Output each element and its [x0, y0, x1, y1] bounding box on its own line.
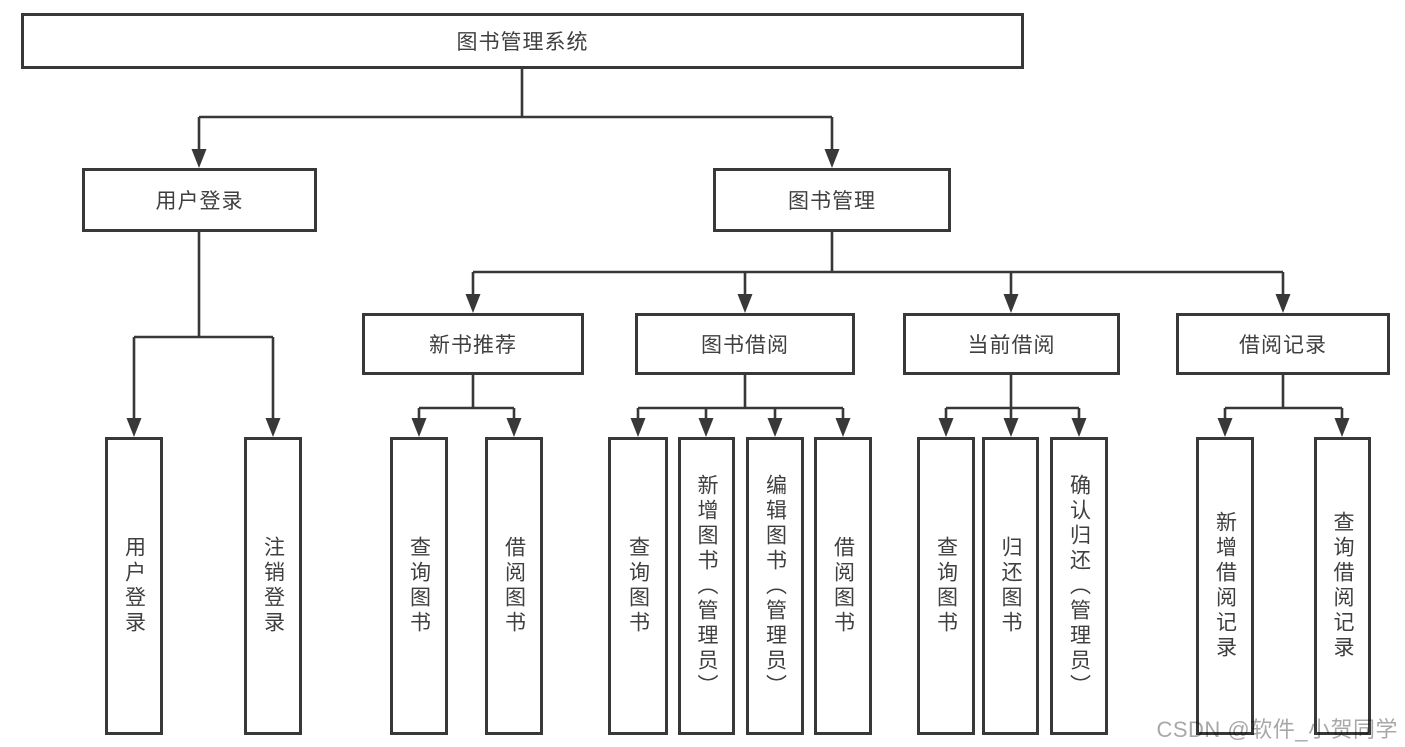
leaf-current-confirm-return-admin: 确认归还（管理员）: [1050, 437, 1108, 735]
node-new-book-recommend: 新书推荐: [362, 313, 584, 375]
node-label: 新书推荐: [429, 334, 517, 357]
leaf-borrow-query-books: 查询图书: [608, 437, 668, 735]
leaf-newbook-query-books: 查询图书: [390, 437, 448, 735]
arrowheads: [126, 149, 1350, 437]
leaf-label: 新增图书（管理员）: [695, 473, 718, 699]
leaf-current-return-books: 归还图书: [982, 437, 1039, 735]
csdn-watermark: CSDN @软件_小贺同学: [1156, 717, 1398, 742]
leaf-label: 借阅图书: [502, 536, 526, 636]
leaf-borrow-edit-books-admin: 编辑图书（管理员）: [746, 437, 804, 735]
node-label: 图书管理: [788, 190, 876, 213]
leaf-label: 确认归还（管理员）: [1067, 473, 1091, 699]
leaf-borrow-add-books-admin: 新增图书（管理员）: [678, 437, 735, 735]
leaf-label: 注销登录: [261, 536, 285, 636]
leaf-label: 借阅图书: [831, 536, 855, 636]
node-borrowing-records: 借阅记录: [1176, 313, 1390, 375]
node-system-root: 图书管理系统: [21, 13, 1024, 69]
node-current-borrowing: 当前借阅: [903, 313, 1120, 375]
leaf-label: 用户登录: [122, 536, 146, 636]
node-label: 用户登录: [155, 190, 244, 213]
leaf-borrow-borrow-books: 借阅图书: [814, 437, 872, 735]
node-label: 当前借阅: [967, 334, 1056, 357]
node-label: 图书借阅: [701, 334, 789, 357]
leaf-user-login: 用户登录: [105, 437, 163, 735]
leaf-label: 查询图书: [407, 536, 431, 636]
node-user-login-branch: 用户登录: [82, 168, 317, 232]
node-label: 图书管理系统: [456, 31, 589, 54]
leaf-records-query-record: 查询借阅记录: [1314, 437, 1371, 735]
leaf-label: 新增借阅记录: [1213, 511, 1237, 661]
leaf-logout: 注销登录: [244, 437, 302, 735]
node-book-borrowing: 图书借阅: [635, 313, 855, 375]
leaf-records-add-record: 新增借阅记录: [1196, 437, 1254, 735]
leaf-newbook-borrow-books: 借阅图书: [485, 437, 543, 735]
leaf-current-query-books: 查询图书: [917, 437, 975, 735]
leaf-label: 归还图书: [999, 536, 1022, 636]
node-book-management-branch: 图书管理: [713, 168, 951, 232]
leaf-label: 查询图书: [626, 536, 650, 636]
leaf-label: 查询借阅记录: [1331, 511, 1354, 661]
leaf-label: 查询图书: [934, 536, 958, 636]
leaf-label: 编辑图书（管理员）: [763, 473, 787, 699]
node-label: 借阅记录: [1239, 334, 1327, 357]
